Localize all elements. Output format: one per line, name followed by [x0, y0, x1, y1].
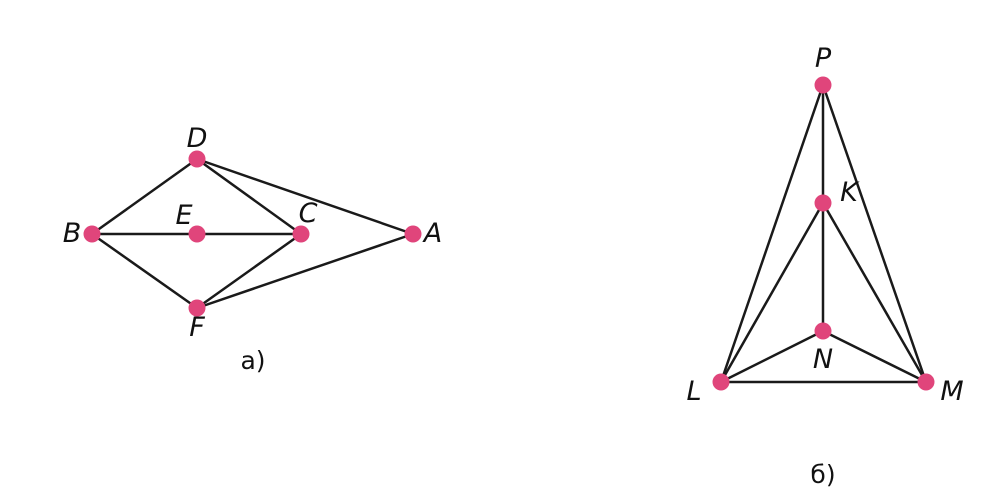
graph-b-vertex-k [814, 194, 832, 212]
graph-b-vertex-n [814, 322, 832, 340]
graph-a-edge-b-d [90, 157, 199, 236]
graph-a-vertex-e [188, 225, 206, 243]
graph-a-caption: а) [240, 346, 265, 375]
graph-a-vertex-c [292, 225, 310, 243]
graph-b-label-n: N [813, 344, 833, 375]
graph-b-edge-p-m [821, 83, 928, 384]
graph-b-vertex-l [712, 373, 730, 391]
graph-a-label-f: F [189, 312, 205, 343]
graph-a-label-e: E [175, 200, 192, 231]
graph-b-vertex-m [917, 373, 935, 391]
graph-a-vertices [83, 150, 422, 317]
graph-b-edges [719, 83, 928, 384]
graph-b-label-l: L [686, 376, 701, 407]
graph-b-edge-k-m [821, 201, 928, 384]
graph-a-edge-b-f [90, 232, 199, 310]
graph-b: P K N L M б) [686, 43, 963, 489]
graph-b-edge-l-n [719, 329, 825, 384]
graph-a-edge-f-c [195, 232, 303, 310]
graph-b-labels: P K N L M [686, 43, 963, 407]
graph-b-caption: б) [810, 460, 835, 489]
graph-a-vertex-a [404, 225, 422, 243]
graph-a-vertex-f [188, 299, 206, 317]
graph-a-edge-f-a [195, 232, 415, 310]
graph-a-label-c: C [299, 198, 318, 229]
graph-a-label-d: D [187, 123, 208, 154]
graph-a-edges [90, 157, 415, 310]
graph-b-label-k: K [840, 177, 860, 208]
graph-b-vertices [712, 76, 935, 391]
graph-a-vertex-d [188, 150, 206, 168]
graph-b-label-p: P [815, 43, 832, 74]
graph-b-edge-k-l [719, 201, 825, 384]
graph-b-label-m: M [940, 376, 963, 407]
graph-a-labels: D B E C A F [63, 123, 443, 343]
graph-a: D B E C A F а) [63, 123, 443, 375]
graph-b-vertex-p [814, 76, 832, 94]
graph-a-vertex-b [83, 225, 101, 243]
graph-a-label-a: A [422, 218, 442, 249]
graph-a-edge-d-a [195, 157, 415, 236]
graph-b-edge-p-l [719, 83, 825, 384]
graph-a-edge-d-c [195, 157, 303, 236]
graph-b-edge-n-m [821, 329, 928, 384]
graph-a-label-b: B [63, 218, 82, 249]
